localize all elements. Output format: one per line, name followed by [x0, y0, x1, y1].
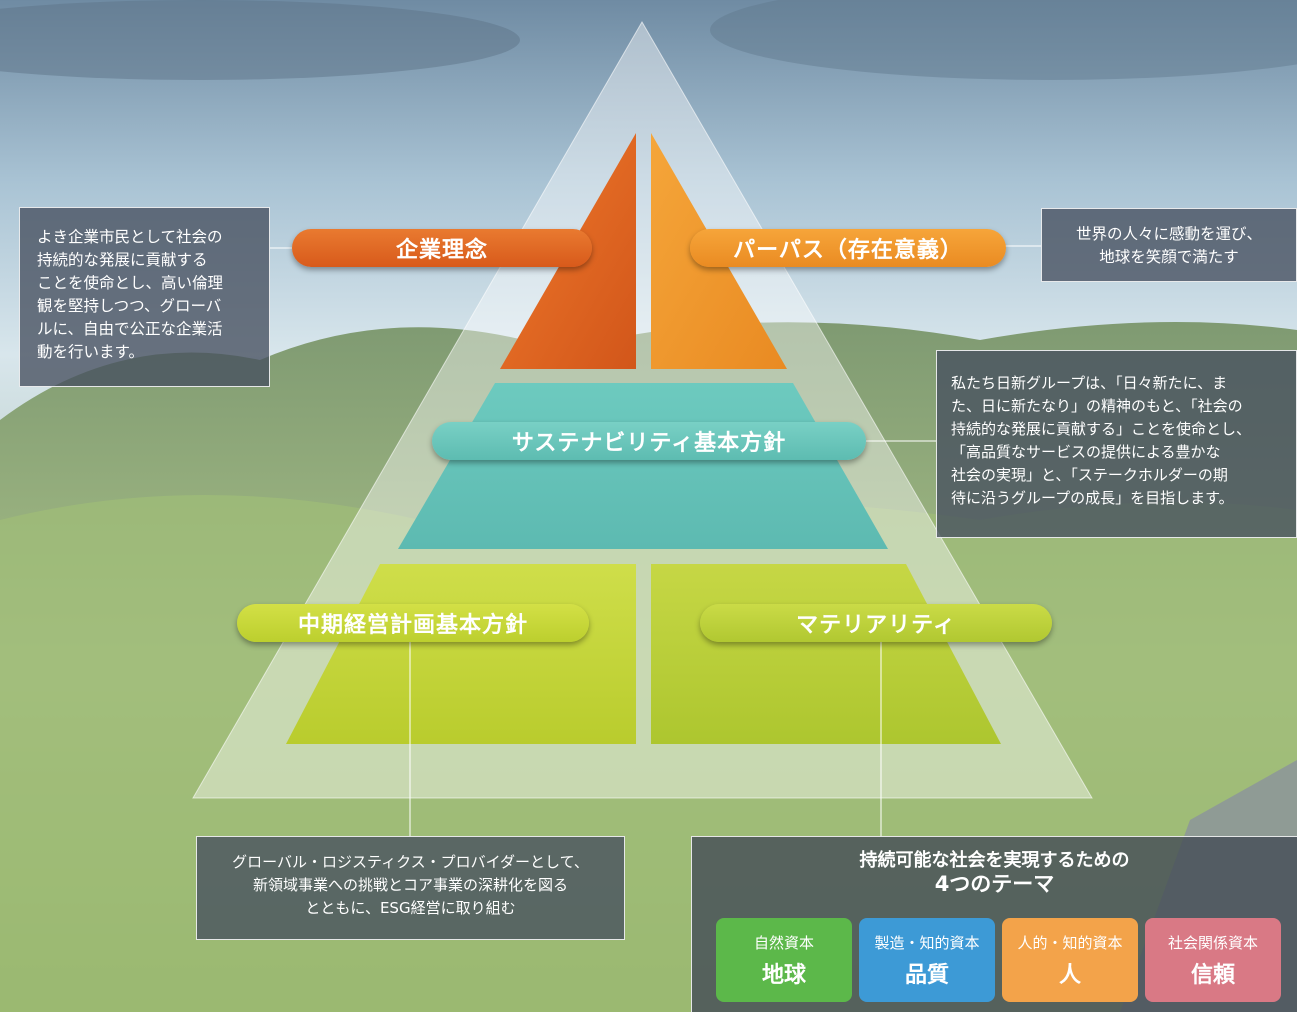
note-line: ルに、自由で公正な企業活: [37, 320, 223, 338]
note-line: 動を行います。: [37, 343, 144, 361]
note-line: 新領域事業への挑戦とコア事業の深耕化を図る: [252, 876, 568, 894]
materiality-pill: マテリアリティ: [700, 604, 1052, 642]
sustainability-note: 私たち日新グループは、「日々新たに、ま た、日に新たなり」の精神のもと、「社会の…: [936, 350, 1297, 538]
note-line: 持続的な発展に貢献する: [37, 251, 208, 269]
philosophy-pill: 企業理念: [292, 229, 592, 267]
sustainability-pill: サステナビリティ基本方針: [432, 422, 866, 460]
note-line: 「高品質なサービスの提供による豊かな: [951, 443, 1221, 461]
note-line: 私たち日新グループは、「日々新たに、ま: [951, 374, 1228, 392]
theme-card-earth: 自然資本 地球: [716, 918, 852, 1002]
midterm-note: グローバル・ロジスティクス・プロバイダーとして、 新領域事業への挑戦とコア事業の…: [196, 836, 625, 940]
purpose-note: 世界の人々に感動を運び、 地球を笑顔で満たす: [1041, 208, 1297, 282]
purpose-pill: パーパス（存在意義）: [690, 229, 1006, 267]
theme-card-people: 人的・知的資本 人: [1002, 918, 1138, 1002]
theme-caption: 自然資本: [753, 933, 814, 952]
note-line: よき企業市民として社会の: [37, 228, 223, 246]
note-line: ことを使命とし、高い倫理: [37, 274, 224, 292]
note-line: 地球を笑顔で満たす: [1099, 248, 1239, 266]
note-line: 社会の実現」と、「ステークホルダーの期: [951, 466, 1228, 484]
note-line: 世界の人々に感動を運び、: [1075, 225, 1262, 243]
note-line: 観を堅持しつつ、グローバ: [37, 297, 222, 315]
themes-heading: 持続可能な社会を実現するための: [859, 850, 1130, 871]
theme-title: 信頼: [1190, 962, 1235, 988]
theme-title: 人: [1058, 962, 1081, 988]
note-line: とともに、ESG経営に取り組む: [305, 899, 516, 917]
theme-caption: 製造・知的資本: [874, 933, 980, 952]
note-line: 持続的な発展に貢献する」ことを使命とし、: [951, 420, 1252, 438]
theme-card-quality: 製造・知的資本 品質: [859, 918, 995, 1002]
midterm-pill: 中期経営計画基本方針: [237, 604, 589, 642]
note-line: グローバル・ロジスティクス・プロバイダーとして、: [232, 853, 589, 871]
theme-caption: 社会関係資本: [1167, 933, 1258, 952]
note-line: た、日に新たなり」の精神のもと、「社会の: [951, 397, 1243, 415]
themes-subheading: 4つのテーマ: [934, 872, 1055, 896]
philosophy-note: よき企業市民として社会の 持続的な発展に貢献する ことを使命とし、高い倫理 観を…: [19, 207, 270, 387]
note-line: 待に沿うグループの成長」を目指します。: [951, 489, 1234, 507]
theme-caption: 人的・知的資本: [1017, 933, 1123, 952]
theme-title: 品質: [904, 962, 949, 988]
theme-card-trust: 社会関係資本 信頼: [1145, 918, 1281, 1002]
theme-title: 地球: [761, 962, 806, 988]
